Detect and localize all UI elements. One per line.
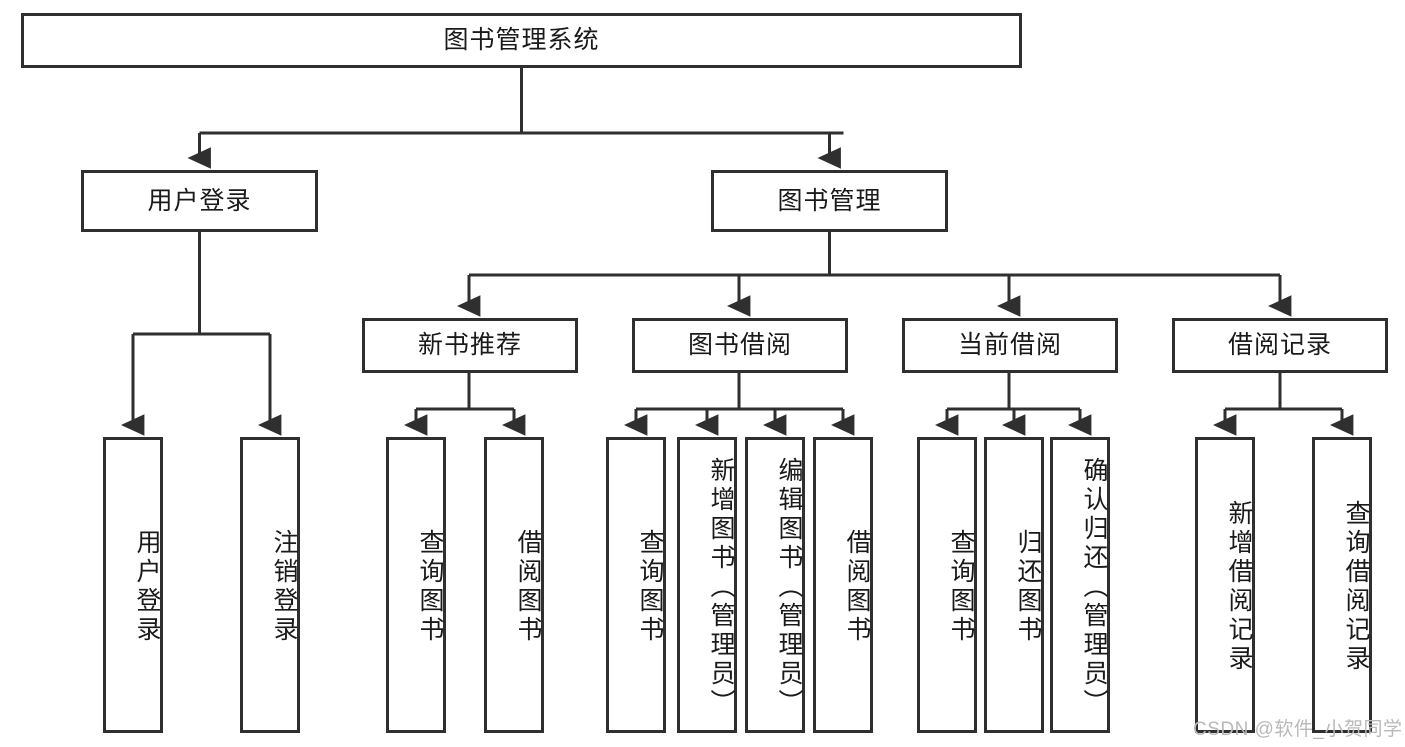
edges-currentborrow-to-leaves xyxy=(935,373,1092,436)
node-user-login-label: 用户登录 xyxy=(147,186,252,215)
node-root[interactable]: 图书管理系统 xyxy=(21,13,1022,68)
node-leaf-query-book-current-label: 查询图书 xyxy=(947,529,975,645)
edges-bookmgmt-to-level3 xyxy=(457,232,1292,317)
node-leaf-confirm-return[interactable]: 确认归还（管理员） xyxy=(1050,437,1110,733)
node-leaf-query-book-recommend-label: 查询图书 xyxy=(416,529,444,645)
node-leaf-borrow-book-recommend[interactable]: 借阅图书 xyxy=(484,437,544,733)
node-book-borrow-label: 图书借阅 xyxy=(687,331,792,360)
node-leaf-logout[interactable]: 注销登录 xyxy=(240,437,300,733)
node-leaf-edit-book[interactable]: 编辑图书（管理员） xyxy=(745,437,805,733)
node-new-book-recommend[interactable]: 新书推荐 xyxy=(362,318,578,373)
node-leaf-borrow-book-recommend-label: 借阅图书 xyxy=(514,529,542,645)
node-leaf-add-book-label: 新增图书（管理员） xyxy=(707,456,735,718)
node-leaf-return-book[interactable]: 归还图书 xyxy=(984,437,1044,733)
node-leaf-query-book-recommend[interactable]: 查询图书 xyxy=(386,437,446,733)
node-root-label: 图书管理系统 xyxy=(443,26,600,55)
node-leaf-confirm-return-label: 确认归还（管理员） xyxy=(1080,456,1108,718)
node-borrow-record[interactable]: 借阅记录 xyxy=(1172,318,1388,373)
node-current-borrow-label: 当前借阅 xyxy=(957,331,1062,360)
node-leaf-add-borrow-record[interactable]: 新增借阅记录 xyxy=(1195,437,1255,733)
node-current-borrow[interactable]: 当前借阅 xyxy=(902,318,1118,373)
node-new-book-recommend-label: 新书推荐 xyxy=(417,331,522,360)
node-leaf-return-book-label: 归还图书 xyxy=(1014,529,1042,645)
edges-root-to-level2 xyxy=(187,68,844,169)
node-leaf-query-book-borrow[interactable]: 查询图书 xyxy=(606,437,666,733)
node-book-management-label: 图书管理 xyxy=(777,186,882,215)
edges-userlogin-to-leaves xyxy=(121,232,282,436)
node-borrow-record-label: 借阅记录 xyxy=(1227,331,1332,360)
node-leaf-borrow-book[interactable]: 借阅图书 xyxy=(813,437,873,733)
node-leaf-add-borrow-record-label: 新增借阅记录 xyxy=(1225,500,1253,674)
node-leaf-add-book[interactable]: 新增图书（管理员） xyxy=(677,437,737,733)
node-user-login[interactable]: 用户登录 xyxy=(81,170,318,232)
node-leaf-user-login-label: 用户登录 xyxy=(133,529,161,645)
node-leaf-query-borrow-record[interactable]: 查询借阅记录 xyxy=(1312,437,1372,733)
node-leaf-borrow-book-label: 借阅图书 xyxy=(843,529,871,645)
edges-recommend-to-leaves xyxy=(404,373,526,436)
node-leaf-query-borrow-record-label: 查询借阅记录 xyxy=(1342,500,1370,674)
node-leaf-query-book-borrow-label: 查询图书 xyxy=(636,529,664,645)
node-book-borrow[interactable]: 图书借阅 xyxy=(632,318,848,373)
node-leaf-user-login[interactable]: 用户登录 xyxy=(103,437,163,733)
csdn-watermark: CSDN @软件_小贺同学 xyxy=(1193,719,1403,740)
node-leaf-query-book-current[interactable]: 查询图书 xyxy=(917,437,977,733)
node-book-management[interactable]: 图书管理 xyxy=(711,170,948,232)
node-leaf-edit-book-label: 编辑图书（管理员） xyxy=(775,456,803,718)
node-leaf-logout-label: 注销登录 xyxy=(270,529,298,645)
edges-borrowrecord-to-leaves xyxy=(1213,373,1354,436)
edges-bookborrow-to-leaves xyxy=(624,373,855,436)
